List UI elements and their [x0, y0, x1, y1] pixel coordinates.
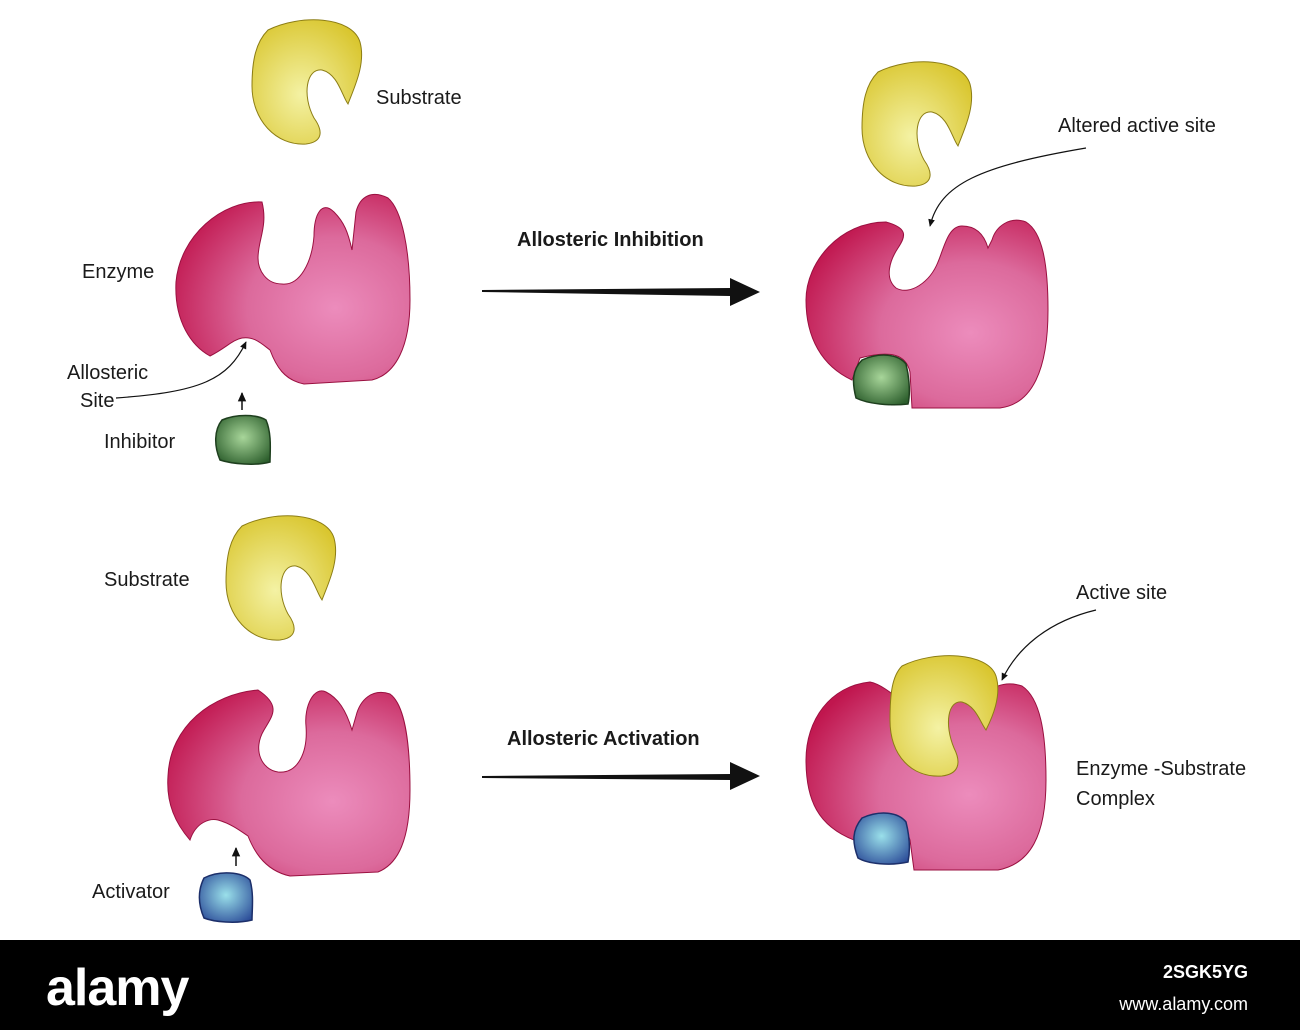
inhibitor-bound [852, 354, 911, 406]
substrate-bound [889, 655, 999, 777]
allosteric-site-pointer [115, 341, 247, 399]
label-activator: Activator [92, 881, 170, 903]
label-substrate-top: Substrate [376, 87, 462, 109]
substrate-top-left [251, 19, 363, 145]
label-es-complex-2: Complex [1076, 788, 1155, 810]
enzyme-top-left [175, 194, 411, 385]
label-substrate-bottom: Substrate [104, 569, 190, 591]
label-enzyme: Enzyme [82, 261, 155, 283]
label-es-complex-1: Enzyme -Substrate [1076, 758, 1247, 780]
substrate-bottom-left [225, 515, 337, 641]
label-allosteric-site-1: Allosteric [67, 362, 149, 384]
label-altered-active-site: Altered active site [1058, 115, 1216, 137]
label-active-site: Active site [1076, 582, 1168, 604]
image-id: 2SGK5YG [1162, 962, 1248, 982]
watermark-bar [0, 940, 1300, 1030]
label-allosteric-activation: Allosteric Activation [507, 728, 700, 750]
inhibitor-molecule [215, 414, 272, 465]
active-site-pointer [1001, 609, 1097, 681]
substrate-top-right [861, 61, 973, 187]
enzyme-altered [805, 219, 1049, 409]
label-inhibitor: Inhibitor [104, 431, 176, 453]
activation-arrow [482, 762, 760, 790]
label-allosteric-site-2: Site [80, 390, 115, 412]
activator-molecule [198, 872, 254, 923]
inhibition-arrow [482, 278, 760, 306]
alamy-logo: alamy [46, 959, 189, 1017]
altered-site-pointer [928, 147, 1087, 227]
site-url: www.alamy.com [1119, 994, 1248, 1014]
enzyme-bottom-left [167, 689, 411, 877]
label-allosteric-inhibition: Allosteric Inhibition [517, 229, 704, 251]
activator-bound [853, 812, 911, 865]
